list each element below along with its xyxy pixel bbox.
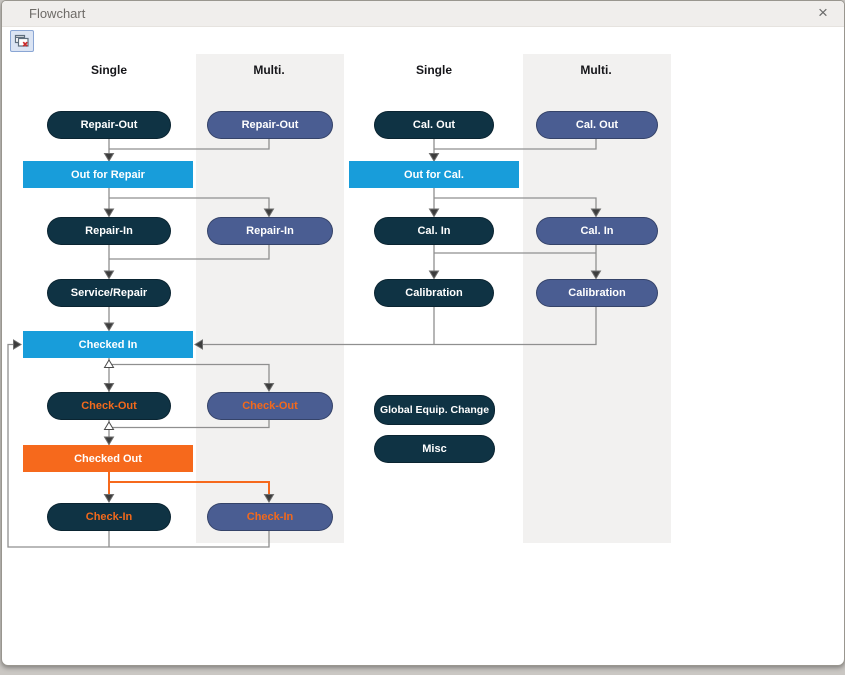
flow-node-check-in-multi[interactable]: Check-In: [207, 503, 333, 531]
flow-node-out-for-repair[interactable]: Out for Repair: [23, 161, 193, 188]
flow-node-repair-in-multi[interactable]: Repair-In: [207, 217, 333, 245]
flow-node-check-out-single[interactable]: Check-Out: [47, 392, 171, 420]
flow-node-out-for-cal[interactable]: Out for Cal.: [349, 161, 519, 188]
flow-node-check-out-multi[interactable]: Check-Out: [207, 392, 333, 420]
flow-node-misc[interactable]: Misc: [374, 435, 495, 463]
flow-node-check-in-single[interactable]: Check-In: [47, 503, 171, 531]
flow-node-repair-out-multi[interactable]: Repair-Out: [207, 111, 333, 139]
window-title: Flowchart: [29, 6, 86, 21]
flow-node-global-equip-change[interactable]: Global Equip. Change: [374, 395, 495, 425]
column-header: Multi.: [253, 63, 285, 77]
flow-node-checked-in[interactable]: Checked In: [23, 331, 193, 358]
column-header: Single: [90, 63, 127, 77]
title-bar[interactable]: Flowchart ×: [2, 1, 844, 27]
flow-node-cal-out-single[interactable]: Cal. Out: [374, 111, 494, 139]
column-header: Multi.: [580, 63, 612, 77]
flow-node-calibration-single[interactable]: Calibration: [374, 279, 494, 307]
flow-node-service-repair[interactable]: Service/Repair: [47, 279, 171, 307]
flow-node-repair-out-single[interactable]: Repair-Out: [47, 111, 171, 139]
close-window-button[interactable]: ×: [812, 3, 834, 23]
flow-node-cal-in-multi[interactable]: Cal. In: [536, 217, 658, 245]
flow-node-repair-in-single[interactable]: Repair-In: [47, 217, 171, 245]
flow-node-calibration-multi[interactable]: Calibration: [536, 279, 658, 307]
close-flowchart-button[interactable]: [10, 30, 34, 52]
flow-node-cal-in-single[interactable]: Cal. In: [374, 217, 494, 245]
flow-node-checked-out[interactable]: Checked Out: [23, 445, 193, 472]
close-all-windows-icon: [14, 34, 30, 48]
column-header: Single: [415, 63, 452, 77]
flow-node-cal-out-multi[interactable]: Cal. Out: [536, 111, 658, 139]
